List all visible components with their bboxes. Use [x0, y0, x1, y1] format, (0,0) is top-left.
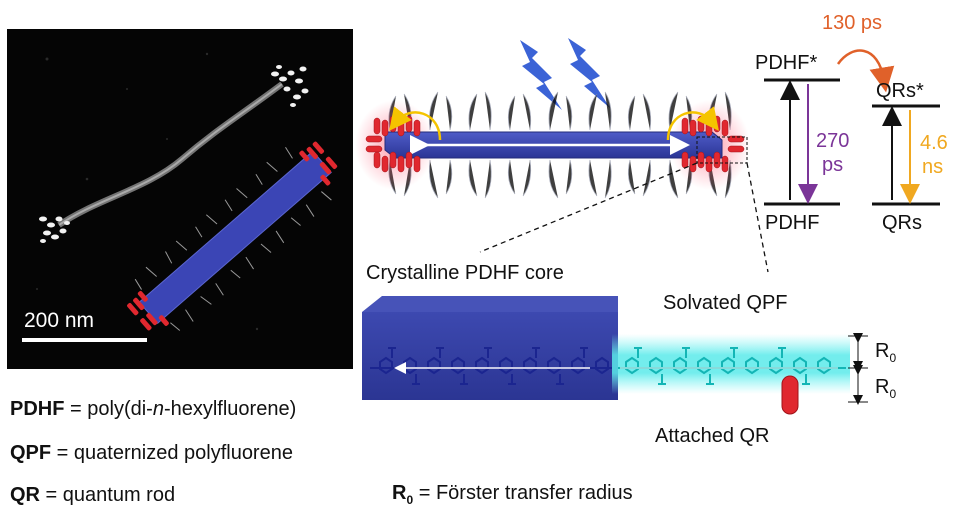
- r0-dimension: [848, 333, 868, 405]
- legend-qr: QR = quantum rod: [10, 484, 176, 506]
- attached-label: Attached QR: [655, 425, 770, 447]
- qrs-decay-value: 4.6: [920, 132, 948, 154]
- zoom-detail: [362, 296, 868, 415]
- scale-bar: [22, 338, 147, 342]
- energy-diagram: [764, 49, 940, 206]
- qrs-excited-label: QRs*: [876, 80, 924, 102]
- core-block-top: [362, 296, 618, 312]
- inset-fiber-cartoon: [127, 141, 338, 331]
- core-label: Crystalline PDHF core: [366, 262, 564, 284]
- solvated-label: Solvated QPF: [663, 292, 788, 314]
- zoom-line-right: [746, 162, 769, 273]
- r0-upper-label: R0: [875, 340, 897, 365]
- core-block-front: [362, 312, 618, 400]
- r0-lower-label: R0: [875, 376, 897, 401]
- qrs-decay-unit: ns: [922, 156, 944, 178]
- transfer-time-label: 130 ps: [822, 12, 883, 34]
- pdhf-chain: [370, 347, 612, 385]
- legend-qpf: QPF = quaternized polyfluorene: [10, 442, 293, 464]
- transfer-arrow-left: [389, 106, 442, 141]
- light-excitation-icon: [520, 38, 610, 110]
- legend-pdhf: PDHF = poly(di-n-hexylfluorene): [10, 398, 297, 420]
- pdhf-decay-unit: ps: [822, 154, 844, 176]
- fiber-schematic-top: [355, 91, 750, 199]
- zoom-box: [696, 136, 748, 164]
- legend-r0: R0 = Förster transfer radius: [392, 482, 633, 507]
- pdhf-ground-label: PDHF: [765, 212, 820, 234]
- pdhf-decay-value: 270: [816, 130, 850, 152]
- pdhf-excited-label: PDHF*: [755, 52, 818, 74]
- qr-cluster-top: [271, 65, 309, 107]
- attached-qr: [781, 375, 799, 415]
- background-noise: [36, 52, 308, 331]
- tem-micrograph: 200 nm: [7, 29, 353, 369]
- solvated-qpf-region: [612, 334, 850, 394]
- energy-transfer-arrow: [836, 49, 895, 93]
- qr-cluster-bottom: [39, 216, 70, 243]
- qrs-ground-label: QRs: [882, 212, 922, 234]
- scale-bar-label: 200 nm: [24, 309, 95, 332]
- zoom-line-left: [479, 162, 698, 253]
- transfer-arrow-right: [666, 106, 719, 141]
- micrograph-image: [22, 52, 338, 342]
